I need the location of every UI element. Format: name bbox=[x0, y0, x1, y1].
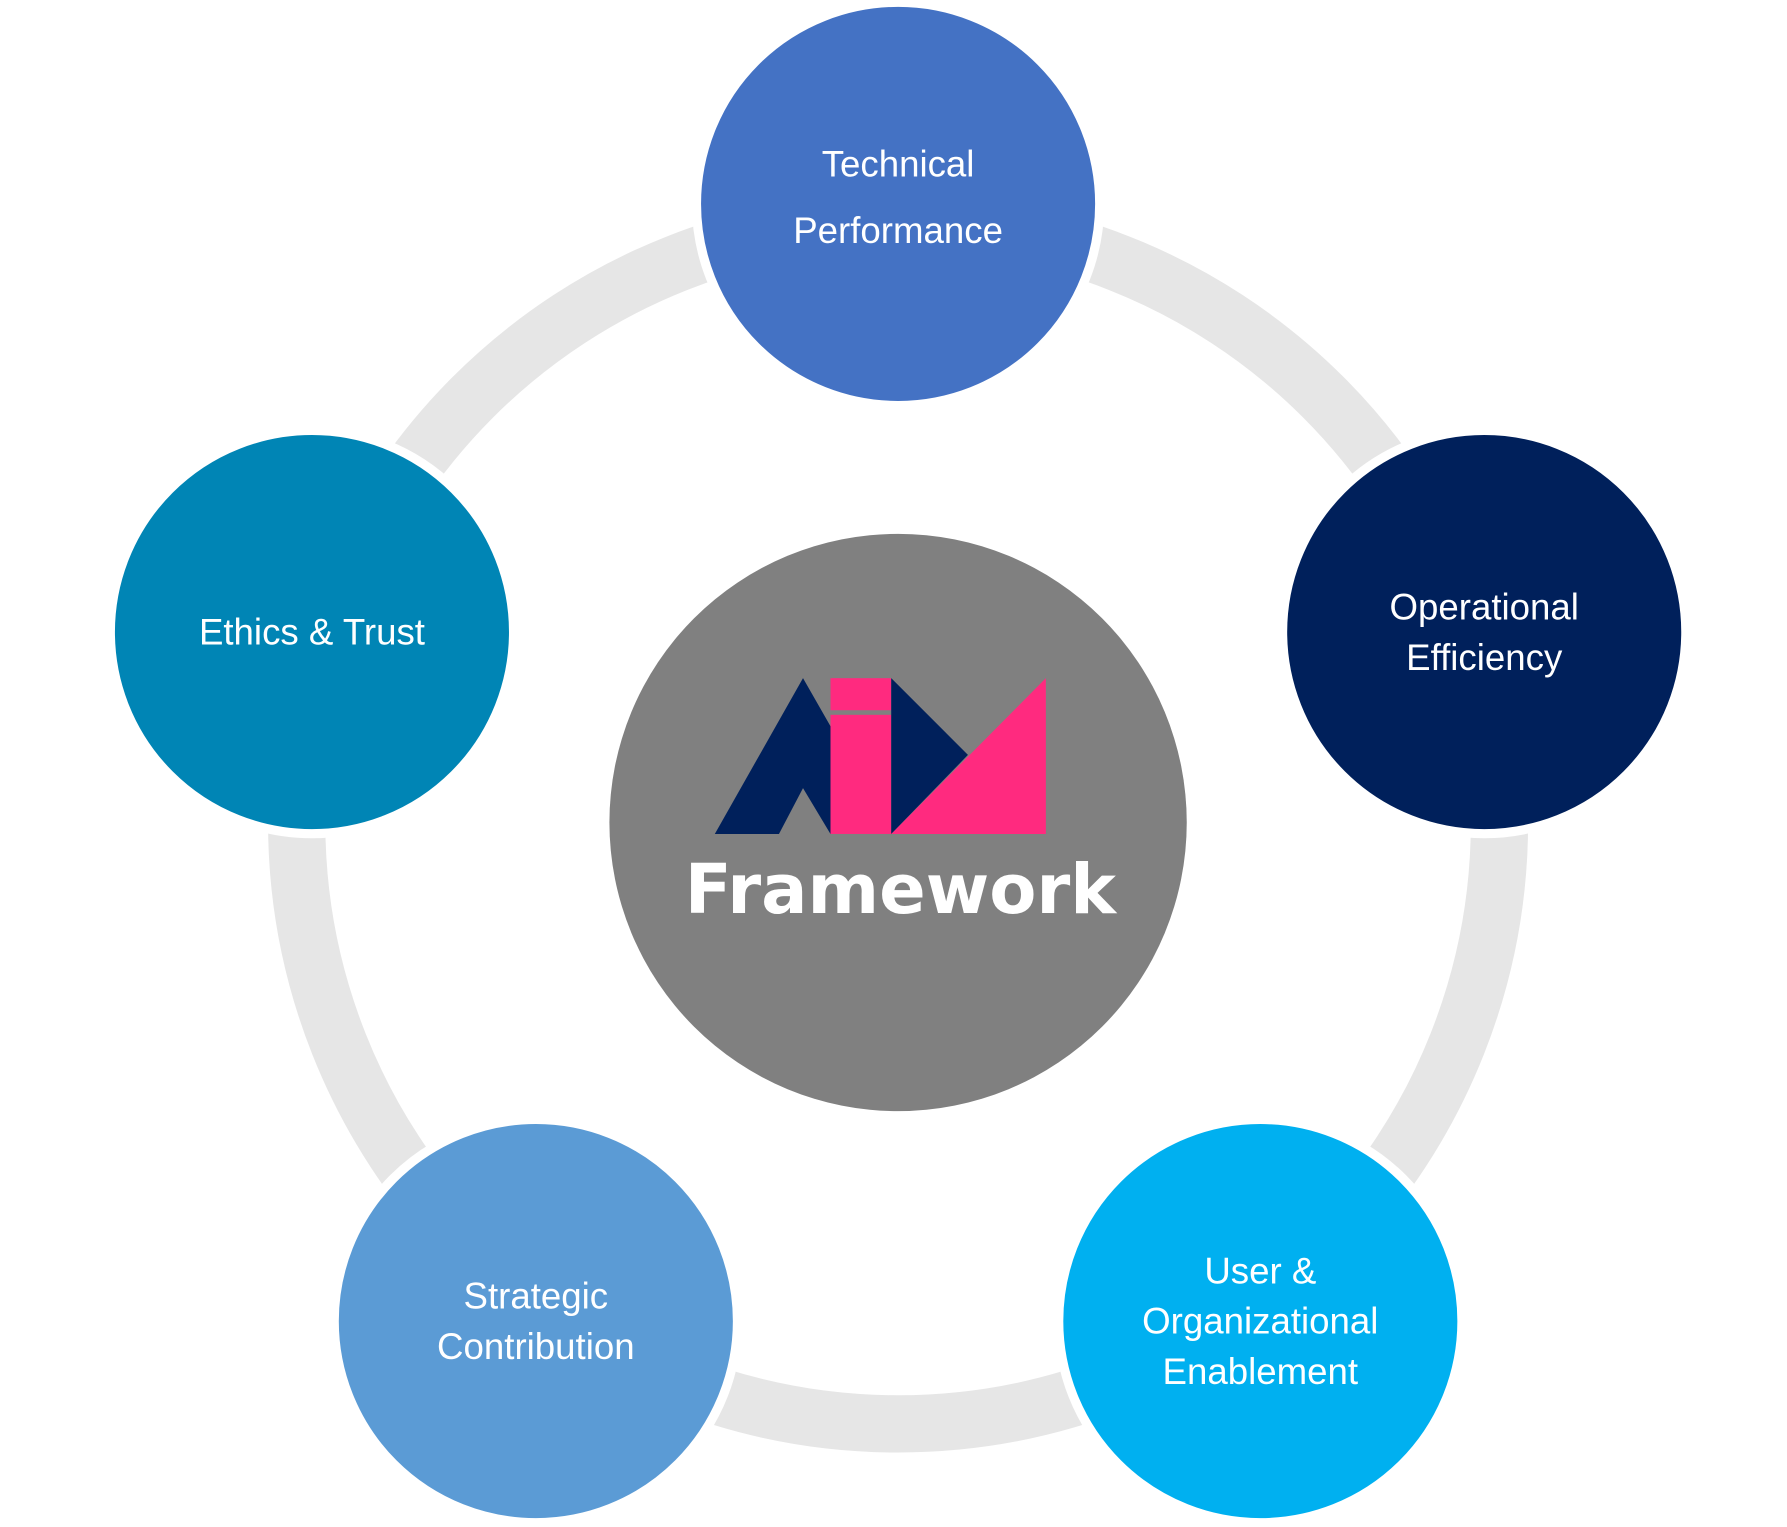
node-label: Enablement bbox=[1163, 1351, 1359, 1392]
node-label: Technical bbox=[822, 143, 975, 184]
logo-a-shape bbox=[714, 678, 831, 834]
node-label: User & bbox=[1204, 1250, 1316, 1291]
node-ethics-trust: Ethics & Trust bbox=[105, 425, 519, 839]
node-label: Operational bbox=[1389, 586, 1578, 627]
logo-m-dark bbox=[891, 678, 968, 834]
logo-i-dot bbox=[830, 678, 892, 711]
node-label: Strategic bbox=[464, 1275, 609, 1316]
node-label: Contribution bbox=[437, 1326, 635, 1367]
node-label: Organizational bbox=[1142, 1301, 1378, 1342]
node-label: Efficiency bbox=[1406, 637, 1563, 678]
node-label: Ethics & Trust bbox=[199, 612, 425, 653]
node-circle bbox=[105, 425, 519, 839]
logo-i-stem bbox=[830, 714, 892, 834]
center-title: Framework bbox=[685, 850, 1119, 930]
node-circle bbox=[691, 0, 1105, 411]
node-label: Performance bbox=[793, 210, 1003, 251]
node-circle bbox=[1278, 425, 1691, 839]
node-circle bbox=[329, 1114, 742, 1527]
node-circle bbox=[1054, 1114, 1467, 1527]
